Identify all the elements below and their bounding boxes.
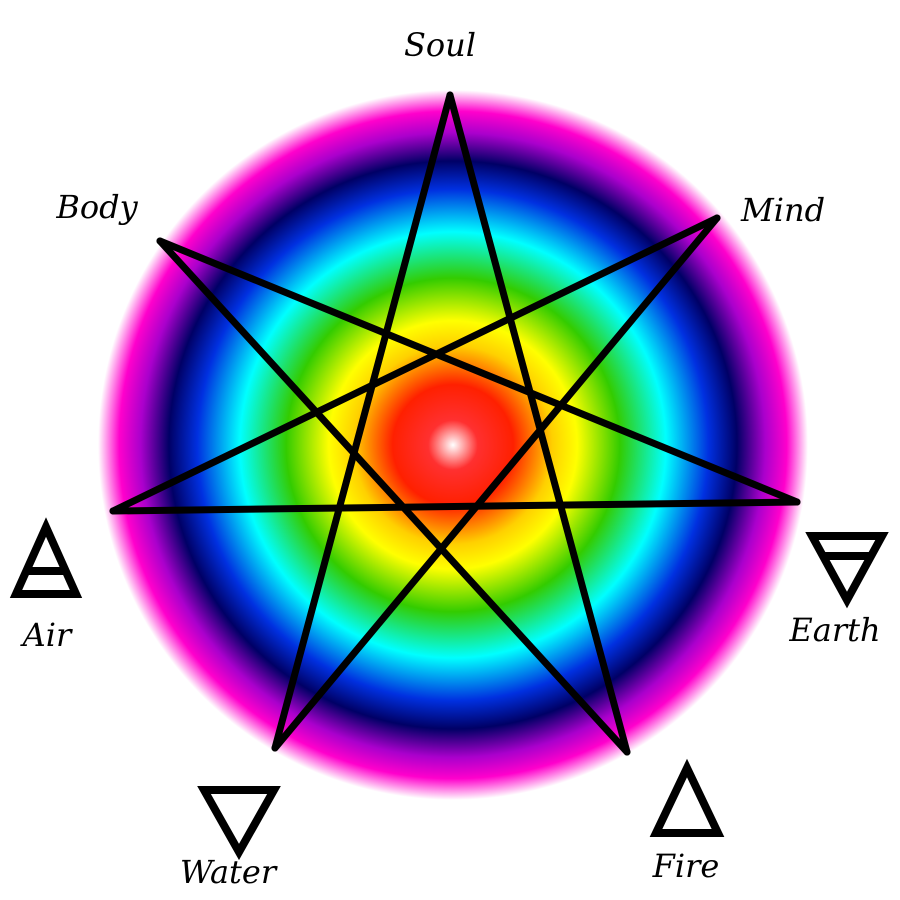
air-symbol-icon [9,517,83,598]
label-soul: Soul [403,26,477,64]
heptagram-star [109,91,801,756]
label-mind: Mind [740,191,826,229]
label-air: Air [22,616,72,654]
star-line [271,91,454,752]
label-earth: Earth [789,611,881,649]
water-symbol-icon [197,786,281,861]
star-line [446,91,631,756]
earth-symbol-icon [805,532,889,609]
label-fire: Fire [652,847,720,885]
star-line [156,237,801,506]
star-line [109,498,801,515]
star-line [156,237,631,756]
star-line [109,214,721,515]
star-line [271,214,721,752]
rainbow-circle [98,90,808,800]
label-body: Body [56,188,138,226]
label-water: Water [179,853,277,891]
fire-symbol-icon [649,758,725,837]
